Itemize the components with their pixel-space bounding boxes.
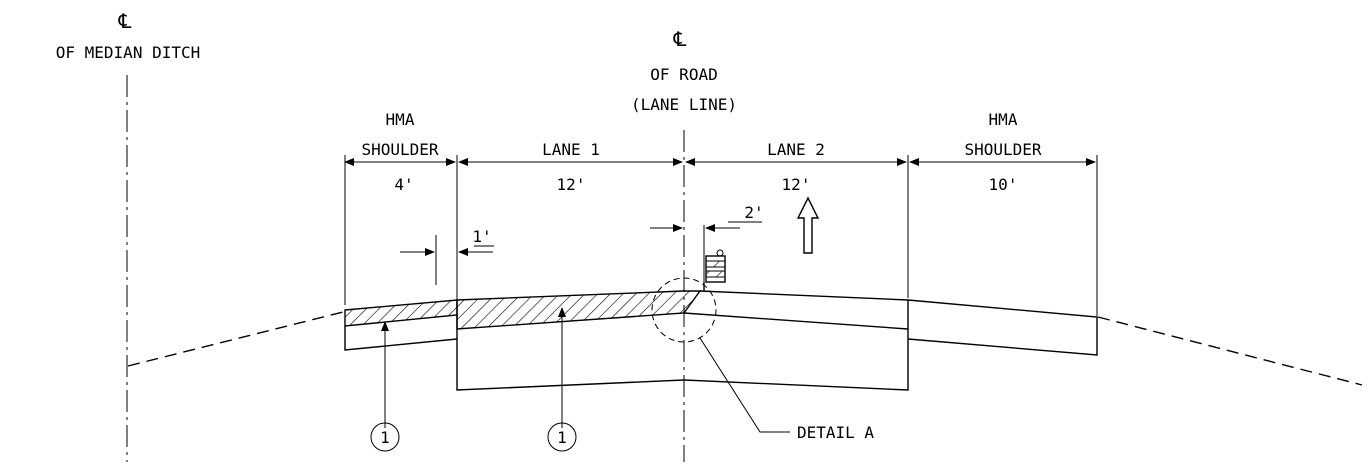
lane2-title: LANE 2 (767, 140, 825, 159)
callout-number-lane1: 1 (557, 428, 567, 447)
right-shoulder-title: SHOULDER (964, 140, 1041, 159)
callout-bubble-icon (370, 422, 400, 452)
median-centerline-symbol: ℄ (118, 9, 132, 33)
road-centerline-symbol: ℄ (673, 27, 687, 51)
callout-number-shoulder: 1 (380, 428, 390, 447)
pavement-section (344, 290, 1098, 391)
median-side-slope (127, 311, 344, 367)
one-foot-offset-dimension (400, 245, 494, 256)
left-shoulder-width: 4' (394, 175, 413, 194)
detail-a-label: DETAIL A (797, 423, 874, 442)
detail-circle-icon (651, 277, 717, 343)
left-shoulder-title-top: HMA (386, 110, 415, 129)
detail-a-leader (699, 337, 790, 433)
right-shoulder-title-top: HMA (989, 110, 1018, 129)
two-foot-offset-label: 2' (744, 203, 763, 222)
direction-arrow-icon (796, 196, 820, 254)
lane1-title: LANE 1 (542, 140, 600, 159)
callout-bubble-icon (547, 422, 577, 452)
outer-side-slope (1097, 316, 1363, 386)
road-centerline-label: OF ROAD (650, 65, 717, 84)
median-ditch-label: OF MEDIAN DITCH (56, 43, 201, 62)
lane2-width: 12' (782, 175, 811, 194)
lane-line-label: (LANE LINE) (631, 95, 737, 114)
extension-lines (344, 155, 1098, 316)
one-foot-offset-label: 1' (472, 227, 491, 246)
lane1-width: 12' (557, 175, 586, 194)
barricade-icon (703, 249, 726, 291)
left-shoulder-title: SHOULDER (361, 140, 438, 159)
right-shoulder-width: 10' (989, 175, 1018, 194)
two-foot-offset-dimension (650, 221, 762, 232)
